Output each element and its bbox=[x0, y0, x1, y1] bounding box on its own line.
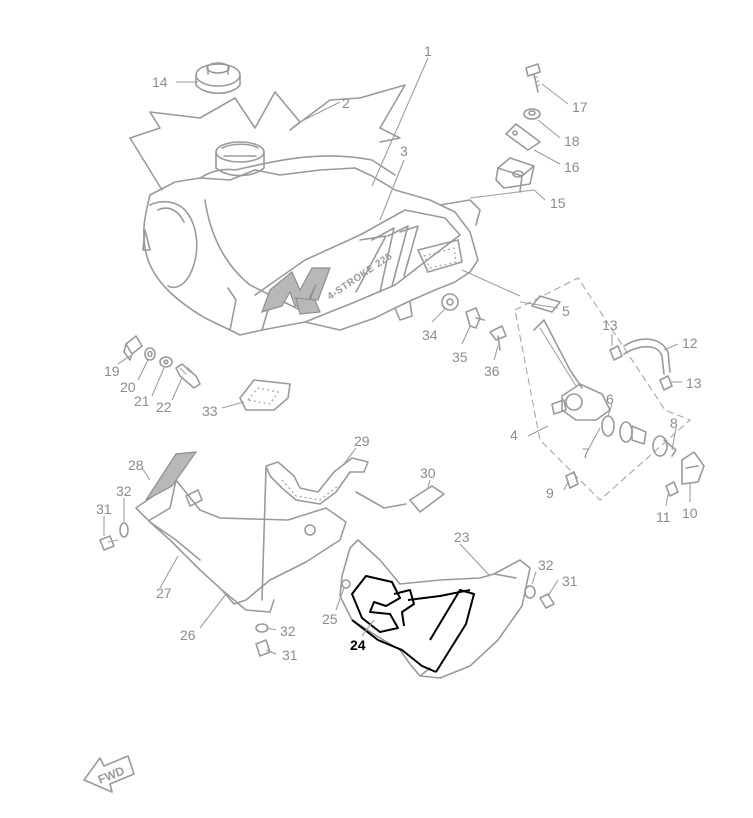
side-cover-right[interactable] bbox=[339, 539, 531, 679]
washer-32-right[interactable] bbox=[524, 585, 536, 599]
callout-32-right: 32 bbox=[538, 557, 554, 573]
callout-17: 17 bbox=[572, 99, 588, 115]
grommet-34[interactable] bbox=[441, 293, 459, 311]
callout-13-top: 13 bbox=[602, 317, 618, 333]
bolt-31-left[interactable] bbox=[99, 535, 119, 551]
leader-lines bbox=[103, 57, 691, 655]
bolt-31-right[interactable] bbox=[539, 593, 555, 609]
screw-36[interactable] bbox=[489, 325, 507, 351]
callout-31-center: 31 bbox=[282, 647, 298, 663]
callout-2: 2 bbox=[342, 95, 350, 111]
callout-35: 35 bbox=[452, 349, 468, 365]
callout-labels: 1 2 3 14 17 18 16 15 5 34 35 36 13 12 13… bbox=[96, 43, 702, 663]
callout-16: 16 bbox=[564, 159, 580, 175]
side-cover-left[interactable] bbox=[135, 451, 347, 613]
callout-29: 29 bbox=[354, 433, 370, 449]
callout-11: 11 bbox=[656, 509, 671, 525]
tank-decal-text: 4-STROKE 225 bbox=[326, 251, 395, 303]
washer-21[interactable] bbox=[159, 356, 173, 368]
side-cover-decal-24[interactable] bbox=[351, 575, 475, 673]
collar-20[interactable] bbox=[144, 347, 156, 361]
callout-1: 1 bbox=[424, 43, 432, 59]
callout-13-bottom: 13 bbox=[686, 375, 702, 391]
callout-22: 22 bbox=[156, 399, 172, 415]
fuel-cock-assembly[interactable] bbox=[514, 277, 705, 501]
callout-14: 14 bbox=[152, 74, 168, 90]
callout-20: 20 bbox=[120, 379, 136, 395]
callout-15: 15 bbox=[550, 195, 566, 211]
washer-18[interactable] bbox=[523, 108, 541, 120]
callout-30: 30 bbox=[420, 465, 436, 481]
forward-direction-arrow: FWD bbox=[83, 755, 135, 793]
damper-15[interactable] bbox=[495, 157, 535, 193]
callout-26: 26 bbox=[180, 627, 196, 643]
fuel-cap[interactable] bbox=[195, 62, 241, 95]
callout-12: 12 bbox=[682, 335, 698, 351]
callout-32-center: 32 bbox=[280, 623, 296, 639]
bolt-17[interactable] bbox=[525, 63, 541, 93]
callout-8: 8 bbox=[670, 415, 678, 431]
bracket-16[interactable] bbox=[505, 123, 541, 151]
callout-23: 23 bbox=[454, 529, 470, 545]
callout-25: 25 bbox=[322, 611, 338, 627]
callout-9: 9 bbox=[546, 485, 554, 501]
callout-3: 3 bbox=[400, 143, 408, 159]
clip-25[interactable] bbox=[341, 579, 351, 589]
damper-19[interactable] bbox=[123, 335, 143, 361]
breather-hose-30[interactable] bbox=[355, 485, 445, 513]
callout-19: 19 bbox=[104, 363, 120, 379]
fuel-tank[interactable]: 4-STROKE 225 bbox=[129, 84, 481, 336]
callout-21: 21 bbox=[134, 393, 150, 409]
callout-4: 4 bbox=[510, 427, 518, 443]
callout-36: 36 bbox=[484, 363, 500, 379]
callout-24: 24 bbox=[350, 637, 366, 653]
washer-32-left[interactable] bbox=[119, 522, 129, 538]
callout-32-left: 32 bbox=[116, 483, 132, 499]
callout-31-left: 31 bbox=[96, 501, 112, 517]
callout-31-right: 31 bbox=[562, 573, 578, 589]
callout-18: 18 bbox=[564, 133, 580, 149]
bracket-29[interactable] bbox=[261, 457, 369, 601]
callout-7: 7 bbox=[582, 445, 590, 461]
callout-10: 10 bbox=[682, 505, 698, 521]
clip-35[interactable] bbox=[465, 307, 485, 329]
callout-33: 33 bbox=[202, 403, 218, 419]
callout-6: 6 bbox=[606, 391, 614, 407]
bolt-22[interactable] bbox=[175, 363, 201, 389]
pad-33[interactable] bbox=[239, 379, 291, 411]
callout-34: 34 bbox=[422, 327, 438, 343]
callout-5: 5 bbox=[562, 303, 570, 319]
callout-28: 28 bbox=[128, 457, 144, 473]
callout-27: 27 bbox=[156, 585, 172, 601]
